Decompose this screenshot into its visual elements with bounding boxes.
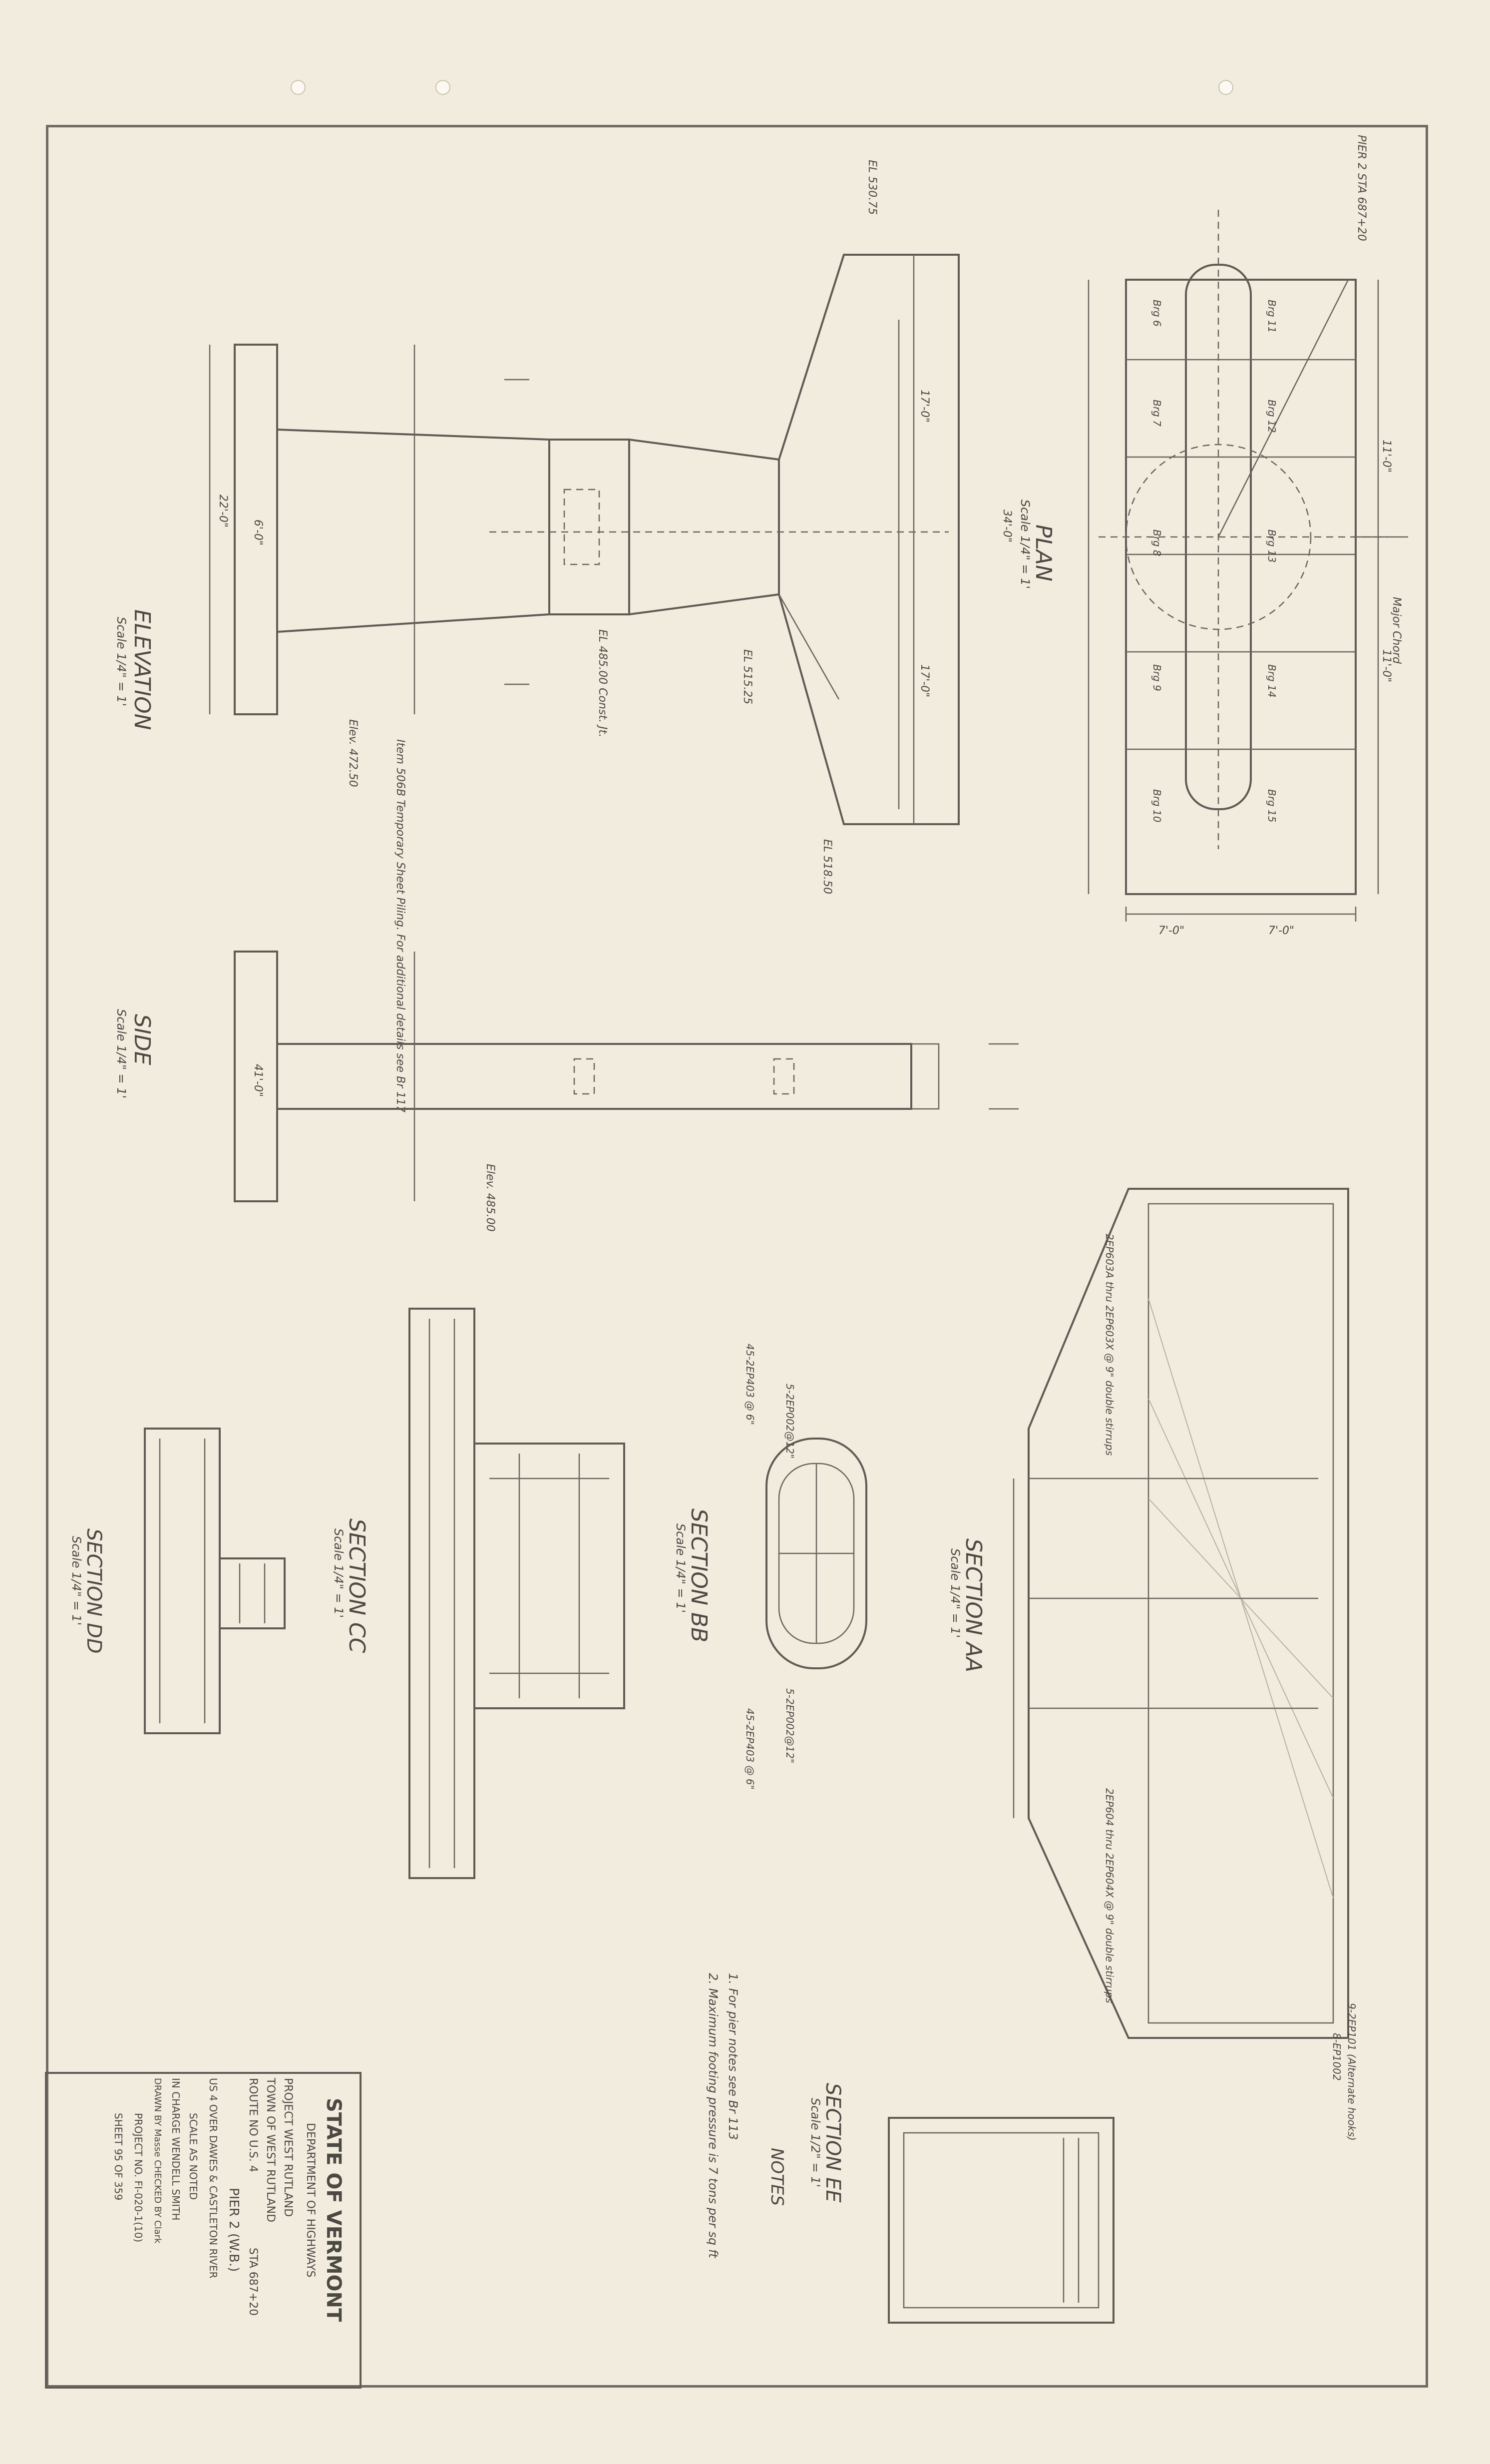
bb-left-bars: 45-2EP403 @ 6" (744, 1344, 756, 1425)
dim-17b: 17'-0" (918, 664, 931, 697)
elevation-view (209, 254, 960, 825)
dim-11b: 11'-0" (1380, 649, 1393, 682)
section-dd-scale: Scale 1/4" = 1' (69, 1536, 83, 1625)
dim-22: 22'-0" (217, 494, 229, 527)
side-scale: Scale 1/4" = 1' (114, 1009, 128, 1098)
dim-11a: 11'-0" (1380, 440, 1393, 473)
note-1: 1. For pier notes see Br 113 (726, 1973, 740, 2140)
dim-17a: 17'-0" (918, 390, 931, 423)
sheet-piling-note: Item 506B Temporary Sheet Piling. For ad… (394, 739, 406, 1112)
title-block: STATE OF VERMONT DEPARTMENT OF HIGHWAYS … (45, 2072, 362, 2389)
el-bottom: EL 518.50 (821, 839, 833, 894)
note-2: 2. Maximum footing pressure is 7 tons pe… (706, 1973, 720, 2259)
brg-6: Brg 6 (1151, 300, 1163, 327)
brg-11: Brg 11 (1266, 300, 1278, 333)
brg-13: Brg 13 (1266, 529, 1278, 562)
section-ee-scale: Scale 1/2" = 1' (808, 2098, 822, 2187)
section-bb-text: SECTION BB Scale 1/4" = 1' 5-2EP002@12" … (674, 1344, 796, 1790)
section-dd-title: SECTION DD (82, 1528, 105, 1654)
title-drawn: DRAWN BY Masse CHECKED BY Clark (152, 2078, 163, 2244)
section-aa-text: SECTION AA Scale 1/4" = 1' 2EP603A thru … (948, 1234, 1358, 2141)
brg-15: Brg 15 (1266, 789, 1278, 822)
section-ee (888, 2117, 1115, 2324)
section-cc-title: SECTION CC (344, 1518, 370, 1653)
dim-41: 41'-0" (252, 1064, 264, 1097)
section-ee-text: SECTION EE Scale 1/2" = 1' (808, 2083, 844, 2203)
title-in-charge: IN CHARGE WENDELL SMITH (170, 2078, 182, 2220)
dim-6: 6'-0" (252, 519, 264, 545)
notes-title: NOTES (767, 2148, 787, 2206)
section-cc-scale: Scale 1/4" = 1' (332, 1528, 346, 1618)
alt-hooks: 9-2EP101 (Alternate hooks) (1346, 2003, 1358, 2141)
section-aa-title: SECTION AA (961, 1538, 986, 1672)
section-cc-text: SECTION CC Scale 1/4" = 1' (332, 1518, 370, 1653)
plan-title: PLAN (1031, 524, 1056, 581)
section-ee-title: SECTION EE (821, 2083, 844, 2203)
section-bb (765, 1438, 867, 1669)
bb-right-bars: 45-2EP403 @ 6" (744, 1708, 756, 1790)
plan-view (1088, 210, 1408, 922)
el-const: EL 485.00 Const. Jt. (596, 629, 609, 737)
el-footing: Elev. 472.50 (347, 719, 359, 787)
side-text: SIDE Scale 1/4" = 1' 41'-0" Elev. 485.00 (114, 1009, 496, 1232)
title-project-no: PROJECT NO. FI-020-1(10) (132, 2113, 144, 2242)
section-cc (408, 1308, 625, 1879)
bb-top-bars: 5-2EP002@12" (784, 1384, 796, 1459)
section-dd (144, 1428, 286, 1734)
brg-12: Brg 12 (1266, 400, 1278, 433)
title-state: STATE OF VERMONT (322, 2098, 345, 2322)
ep-bars: 8-EP1002 (1331, 2033, 1343, 2081)
brg-8: Brg 8 (1151, 529, 1163, 556)
title-crossing: US 4 OVER DAWES & CASTLETON RIVER (207, 2078, 219, 2279)
punch-hole (1218, 80, 1233, 95)
title-sheet: SHEET 95 OF 359 (112, 2113, 124, 2200)
side-view (234, 951, 1019, 1202)
title-project: PROJECT WEST RUTLAND (282, 2078, 294, 2217)
section-bb-title: SECTION BB (686, 1508, 712, 1642)
brg-14: Brg 14 (1266, 664, 1278, 697)
notes-block: NOTES 1. For pier notes see Br 113 2. Ma… (706, 1973, 787, 2259)
title-pier: PIER 2 (W.B.) (226, 2188, 241, 2272)
el-mid: EL 515.25 (741, 649, 753, 704)
dim-34: 34'-0" (1001, 509, 1013, 542)
section-bb-scale: Scale 1/4" = 1' (674, 1523, 688, 1613)
section-aa-scale: Scale 1/4" = 1' (948, 1548, 962, 1638)
title-route: ROUTE NO U.S. 4 (247, 2078, 259, 2172)
dim-7b: 7'-0" (1268, 925, 1294, 937)
brg-9: Brg 9 (1151, 664, 1163, 691)
stirrups-a: 2EP603A thru 2EP603X @ 9" double stirrup… (1104, 1234, 1116, 1456)
section-dd-text: SECTION DD Scale 1/4" = 1' (69, 1528, 105, 1654)
title-scale: SCALE AS NOTED (187, 2113, 199, 2200)
elevation-title: ELEVATION (129, 609, 155, 730)
bb-bottom-bars: 5-2EP002@12" (784, 1688, 796, 1763)
dim-7a: 7'-0" (1158, 925, 1184, 937)
title-department: DEPARTMENT OF HIGHWAYS (304, 2123, 317, 2278)
el-top: EL 530.75 (866, 160, 878, 215)
brg-7: Brg 7 (1151, 400, 1163, 427)
elevation-scale: Scale 1/4" = 1' (114, 617, 128, 706)
punch-hole (435, 80, 450, 95)
pier-ref-label: PIER 2 STA 687+20 (1355, 135, 1368, 241)
stirrups-b: 2EP604 thru 2EP604X @ 9" double stirrups (1104, 1788, 1116, 2003)
elevation-text: ELEVATION Scale 1/4" = 1' EL 530.75 EL 5… (114, 160, 931, 1112)
side-title: SIDE (129, 1014, 155, 1065)
brg-10: Brg 10 (1151, 789, 1163, 822)
el-side: Elev. 485.00 (484, 1164, 496, 1232)
section-aa (1013, 1188, 1349, 2039)
title-station: STA 687+20 (247, 2248, 259, 2316)
major-chord-label: Major Chord (1390, 597, 1403, 664)
plan-text: PIER 2 STA 687+20 Major Chord PLAN Scale… (1001, 135, 1403, 937)
title-town: TOWN OF WEST RUTLAND (264, 2077, 277, 2222)
plan-scale: Scale 1/4" = 1' (1018, 499, 1032, 589)
punch-hole (291, 80, 306, 95)
drawing-border (46, 125, 1428, 2388)
